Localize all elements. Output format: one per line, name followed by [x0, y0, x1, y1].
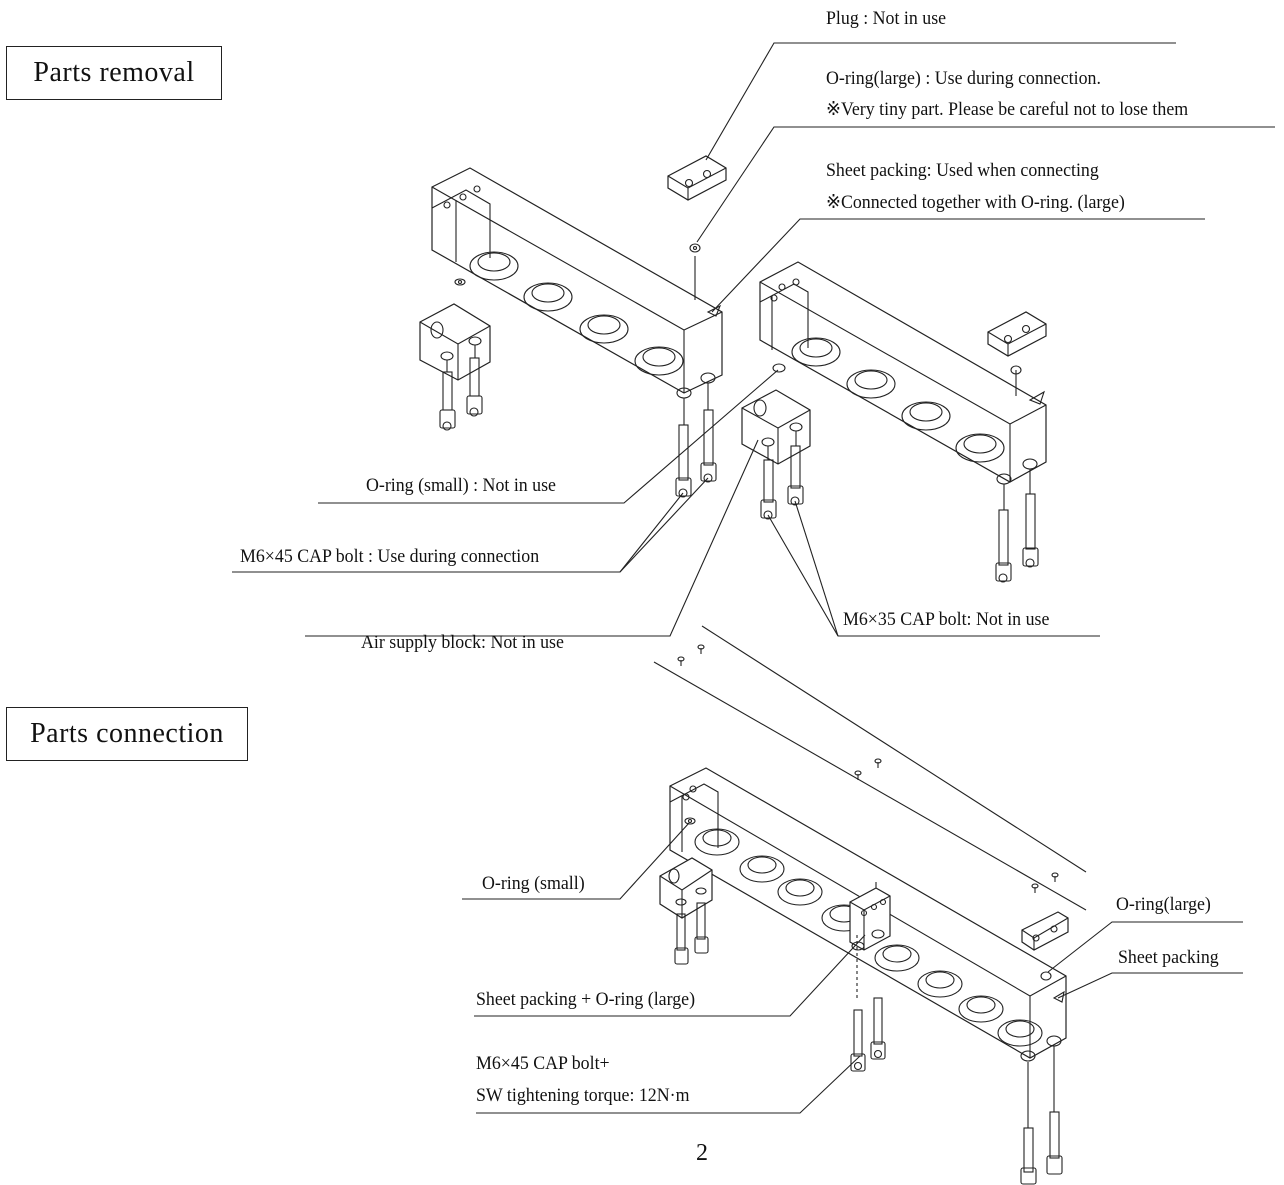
bolts-m6x45-removal	[675, 383, 717, 498]
connected-manifold	[669, 767, 1067, 1062]
plug-part	[667, 155, 727, 201]
label-oring-large-line1: O-ring(large) : Use during connection.	[826, 68, 1101, 89]
oring-large-part	[689, 243, 701, 253]
label-sheet-packing-line1: Sheet packing: Used when connecting	[826, 160, 1099, 181]
left-manifold	[431, 167, 723, 399]
connection-plug-part	[1021, 911, 1069, 981]
bolts-m6x35	[760, 431, 804, 520]
right-manifold	[759, 261, 1047, 485]
label-m6x45-cap-bolt: M6×45 CAP bolt : Use during connection	[240, 546, 540, 567]
label-bolt-line2: SW tightening torque: 12N·m	[476, 1085, 690, 1106]
section-title-parts-connection: Parts connection	[6, 707, 248, 761]
label-bolt-line1: M6×45 CAP bolt+	[476, 1053, 610, 1074]
connection-air-supply-block	[659, 857, 713, 965]
plug-right-part	[987, 311, 1047, 375]
label-oring-small-not-in-use: O-ring (small) : Not in use	[366, 475, 556, 496]
bolts-right-manifold	[995, 469, 1039, 583]
label-sheet-packing-line2: ※Connected together with O-ring. (large)	[826, 192, 1125, 213]
label-m6x35-cap-bolt: M6×35 CAP bolt: Not in use	[843, 609, 1050, 630]
section-title-parts-removal: Parts removal	[6, 46, 222, 100]
alignment-guide-lines	[653, 625, 1087, 911]
label-connection-oring-large: O-ring(large)	[1116, 894, 1211, 915]
label-connection-sheet-packing: Sheet packing	[1118, 947, 1219, 968]
connection-bolts	[850, 997, 1063, 1185]
air-supply-block-left	[419, 303, 491, 381]
label-connection-oring-small: O-ring (small)	[482, 873, 585, 894]
removal-leader-lines	[232, 42, 1275, 637]
label-air-supply-block: Air supply block: Not in use	[361, 632, 564, 653]
label-sheet-packing-oring: Sheet packing + O-ring (large)	[476, 989, 696, 1010]
connection-leader-lines	[462, 822, 1243, 1114]
bolts-left-block	[439, 345, 483, 431]
right-manifold-ports	[791, 337, 1005, 463]
page-number: 2	[696, 1140, 708, 1166]
label-plug-not-in-use: Plug : Not in use	[826, 8, 947, 29]
label-oring-large-line2: ※Very tiny part. Please be careful not t…	[826, 99, 1189, 120]
left-manifold-ports	[469, 251, 684, 376]
